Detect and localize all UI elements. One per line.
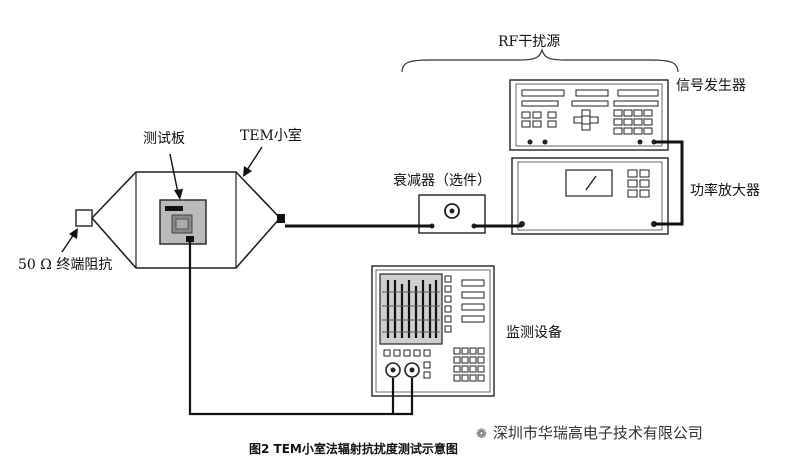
termination-load	[75, 209, 93, 227]
rf-interference-source-label: RF干扰源	[498, 34, 561, 50]
signal-generator	[509, 79, 669, 151]
monitoring-equipment-label: 监测设备	[506, 325, 562, 341]
power-amplifier	[511, 157, 669, 235]
arrow-tem-cell	[243, 146, 263, 177]
cable-generator-to-amplifier	[654, 140, 684, 226]
watermark: ❁ 深圳市华瑞高电子技术有限公司	[476, 424, 703, 442]
wechat-icon: ❁	[476, 427, 487, 442]
signal-generator-label: 信号发生器	[676, 78, 746, 94]
arrow-termination	[61, 228, 78, 253]
test-board-label: 测试板	[143, 131, 185, 147]
monitoring-equipment	[371, 265, 495, 397]
rf-group-brace	[401, 48, 679, 73]
termination-label: 50 Ω 终端阻抗	[18, 257, 113, 273]
arrow-test-board	[169, 153, 183, 200]
figure-caption: 图2 TEM小室法辐射抗扰度测试示意图	[249, 442, 458, 456]
tem-cell-label: TEM小室	[240, 128, 302, 144]
power-amplifier-label: 功率放大器	[690, 183, 760, 199]
cable-board-to-monitor	[188, 242, 414, 416]
watermark-text: 深圳市华瑞高电子技术有限公司	[492, 424, 703, 442]
attenuator-label: 衰减器（选件）	[393, 173, 491, 189]
test-board	[159, 199, 207, 245]
